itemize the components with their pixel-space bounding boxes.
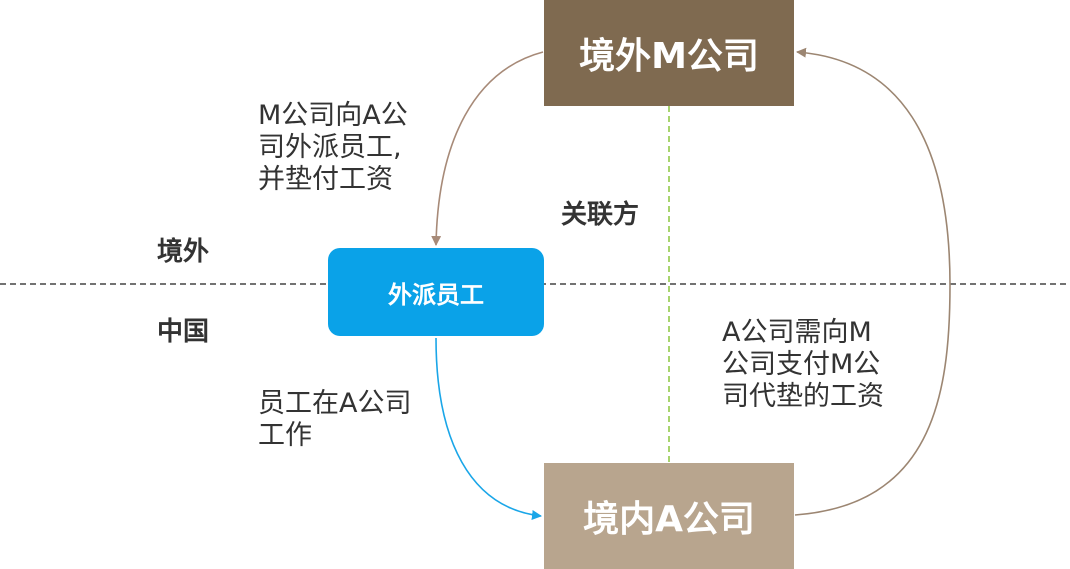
overseas-company-m-box: 境外M公司 — [544, 0, 794, 106]
expat-employee-box: 外派员工 — [328, 248, 544, 336]
domestic-company-a-label: 境内A公司 — [583, 499, 755, 540]
china-region-label: 中国 — [157, 317, 210, 347]
expat-employee-label: 外派员工 — [388, 280, 484, 309]
work-note: 员工在A公司 工作 — [258, 388, 412, 451]
overseas-company-m-label: 境外M公司 — [579, 36, 759, 77]
overseas-region-label: 境外 — [157, 237, 210, 267]
domestic-company-a-box: 境内A公司 — [544, 463, 794, 569]
related-party-label: 关联方 — [561, 200, 640, 230]
dispatch-arrow — [431, 51, 544, 246]
payment-note: A公司需向M 公司支付M公 司代垫的工资 — [722, 317, 884, 412]
dispatch-note: M公司向A公 司外派员工, 并垫付工资 — [258, 100, 408, 195]
payment-arrow — [794, 47, 951, 516]
work-arrow — [435, 337, 542, 520]
